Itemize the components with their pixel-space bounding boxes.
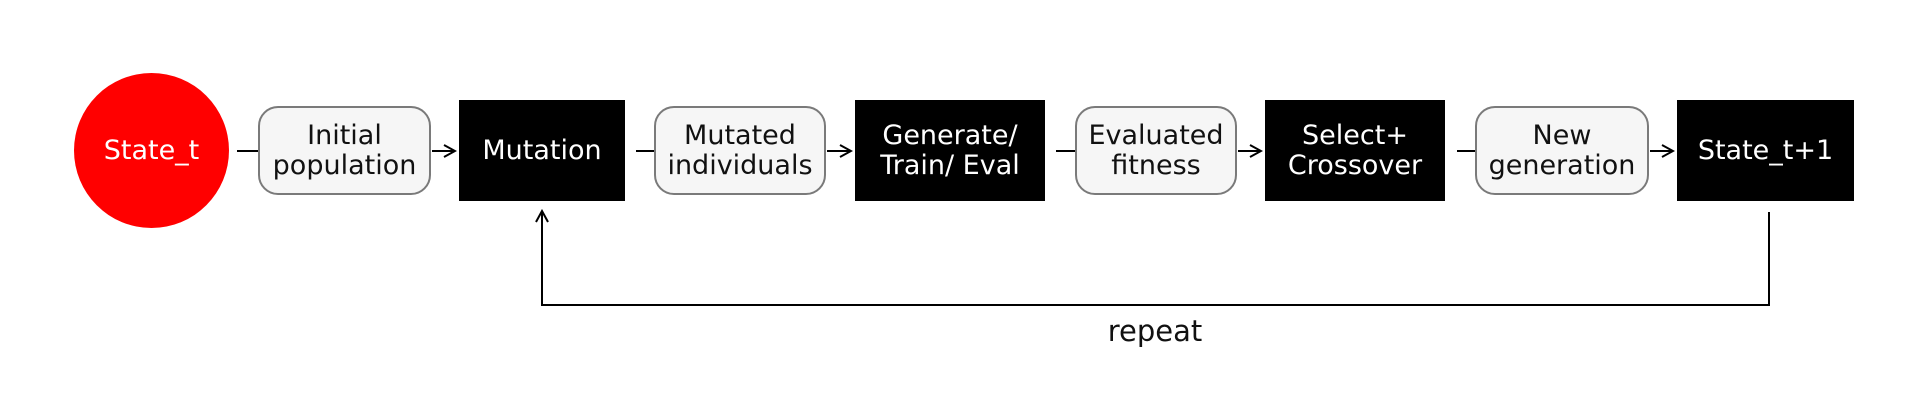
node-initial-population: Initial population — [258, 106, 431, 195]
node-state-t1: State_t+1 — [1677, 100, 1854, 201]
node-generate-train-eval: Generate/ Train/ Eval — [855, 100, 1045, 201]
node-mutation: Mutation — [459, 100, 625, 201]
repeat-label: repeat — [1107, 314, 1203, 348]
edge-repeat-loop — [542, 211, 1770, 306]
node-state-t: State_t — [74, 73, 229, 228]
node-select-crossover: Select+ Crossover — [1265, 100, 1445, 201]
node-evaluated-fitness: Evaluated fitness — [1075, 106, 1237, 195]
node-new-generation: New generation — [1475, 106, 1649, 195]
node-mutated-individuals: Mutated individuals — [654, 106, 826, 195]
